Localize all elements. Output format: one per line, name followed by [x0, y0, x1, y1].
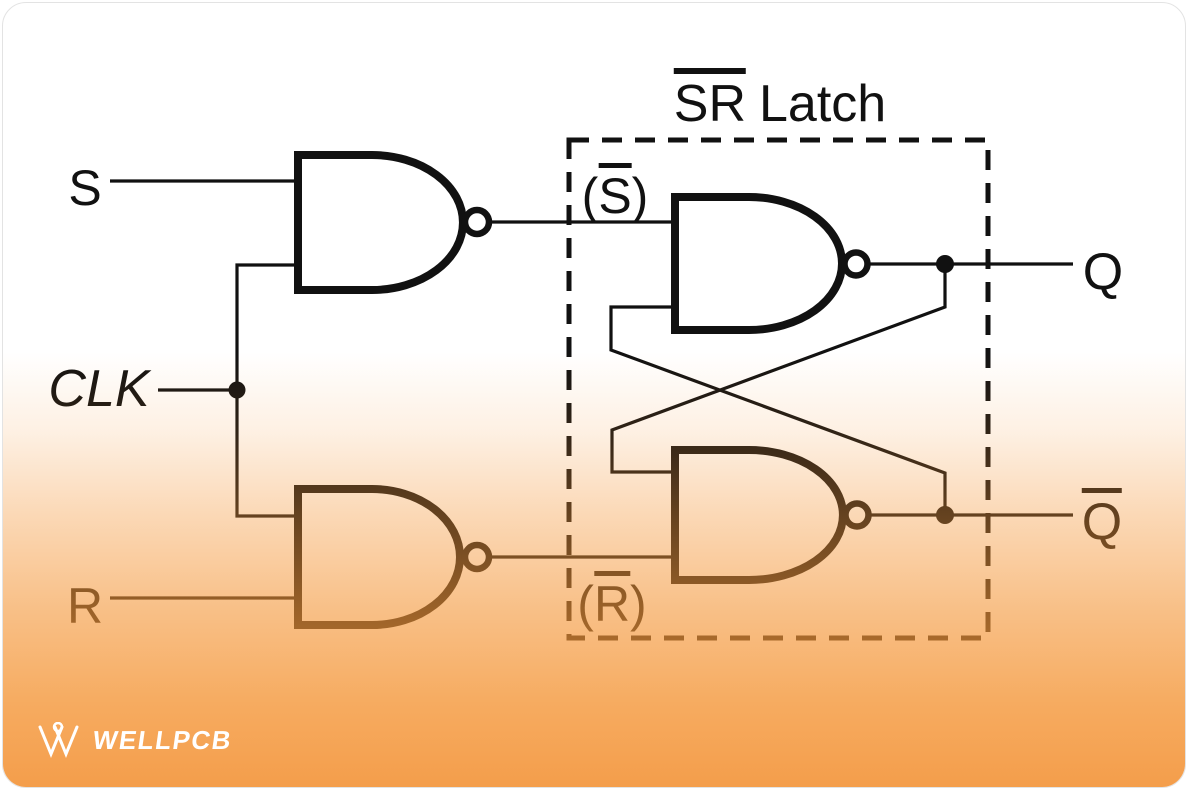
- wire-clk-branch: [235, 263, 298, 518]
- r-bar-close-paren: ): [630, 576, 647, 632]
- junction-dot-clk: [228, 381, 246, 399]
- r-bar-open-paren: (: [577, 576, 594, 632]
- inverter-bubble-latch-top: [841, 249, 871, 279]
- nand-gate-latch-bottom: [671, 446, 847, 584]
- junction-dot-q-bar: [936, 506, 954, 524]
- latch-word: Latch: [759, 75, 887, 133]
- junction-dot-q: [936, 255, 954, 273]
- clk-input-label: CLK: [48, 360, 150, 418]
- s-input-label: S: [68, 160, 102, 216]
- q-bar-overlined-letter: Q: [1081, 488, 1123, 548]
- sr-overlined-text: SR: [673, 68, 747, 130]
- r-input-label: R: [66, 578, 104, 634]
- inverter-bubble-r-gate: [461, 541, 493, 573]
- s-bar-label: (S): [581, 163, 649, 224]
- inverter-bubble-latch-bottom: [842, 500, 872, 530]
- r-bar-overlined-letter: R: [593, 571, 631, 629]
- s-bar-overlined-letter: S: [598, 163, 632, 221]
- gated-sr-latch-circuit: [110, 137, 1073, 641]
- wellpcb-logo: WELLPCB: [36, 722, 235, 758]
- nand-gate-r-clk: [294, 485, 464, 629]
- wellpcb-logo-text: WELLPCB: [90, 724, 235, 755]
- s-bar-open-paren: (: [581, 168, 599, 224]
- inverter-bubble-s-gate: [461, 206, 493, 238]
- s-bar-close-paren: ): [631, 168, 649, 224]
- nand-gate-latch-top: [671, 193, 846, 334]
- q-output-label: Q: [1082, 243, 1124, 301]
- q-bar-output-label: Q: [1081, 488, 1123, 548]
- nand-gate-s-clk: [294, 151, 467, 294]
- r-bar-label: (R): [577, 571, 647, 632]
- wellpcb-w-icon: [38, 722, 79, 758]
